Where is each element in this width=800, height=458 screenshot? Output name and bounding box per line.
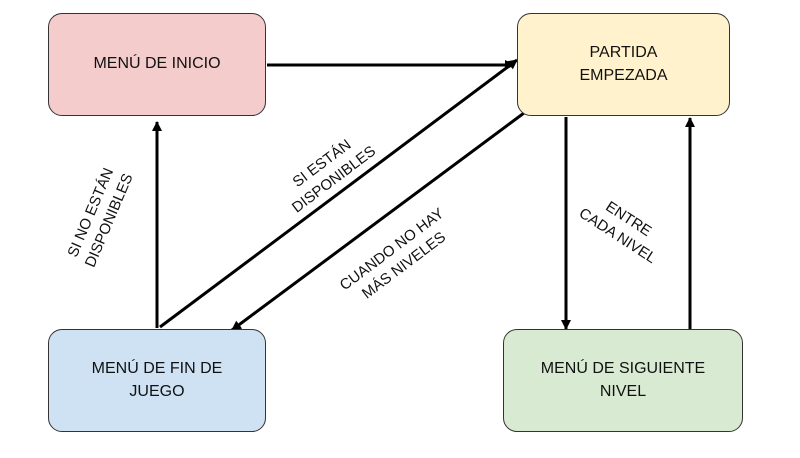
- edge-gameover-to-game: [159, 58, 518, 329]
- node-next-level-menu-label: MENÚ DE SIGUIENTE NIVEL: [540, 360, 706, 400]
- node-start-menu: MENÚ DE INICIO: [48, 13, 266, 116]
- node-game-over-menu-label: MENÚ DE FIN DE JUEGO: [91, 360, 223, 400]
- node-game-started-label: PARTIDA EMPEZADA: [579, 44, 668, 84]
- node-game-started: PARTIDA EMPEZADA: [517, 13, 730, 116]
- node-next-level-menu: MENÚ DE SIGUIENTE NIVEL: [503, 329, 743, 432]
- node-game-over-menu: MENÚ DE FIN DE JUEGO: [48, 329, 266, 432]
- edge-game-to-gameover: [231, 111, 525, 332]
- node-start-menu-label: MENÚ DE INICIO: [93, 55, 221, 73]
